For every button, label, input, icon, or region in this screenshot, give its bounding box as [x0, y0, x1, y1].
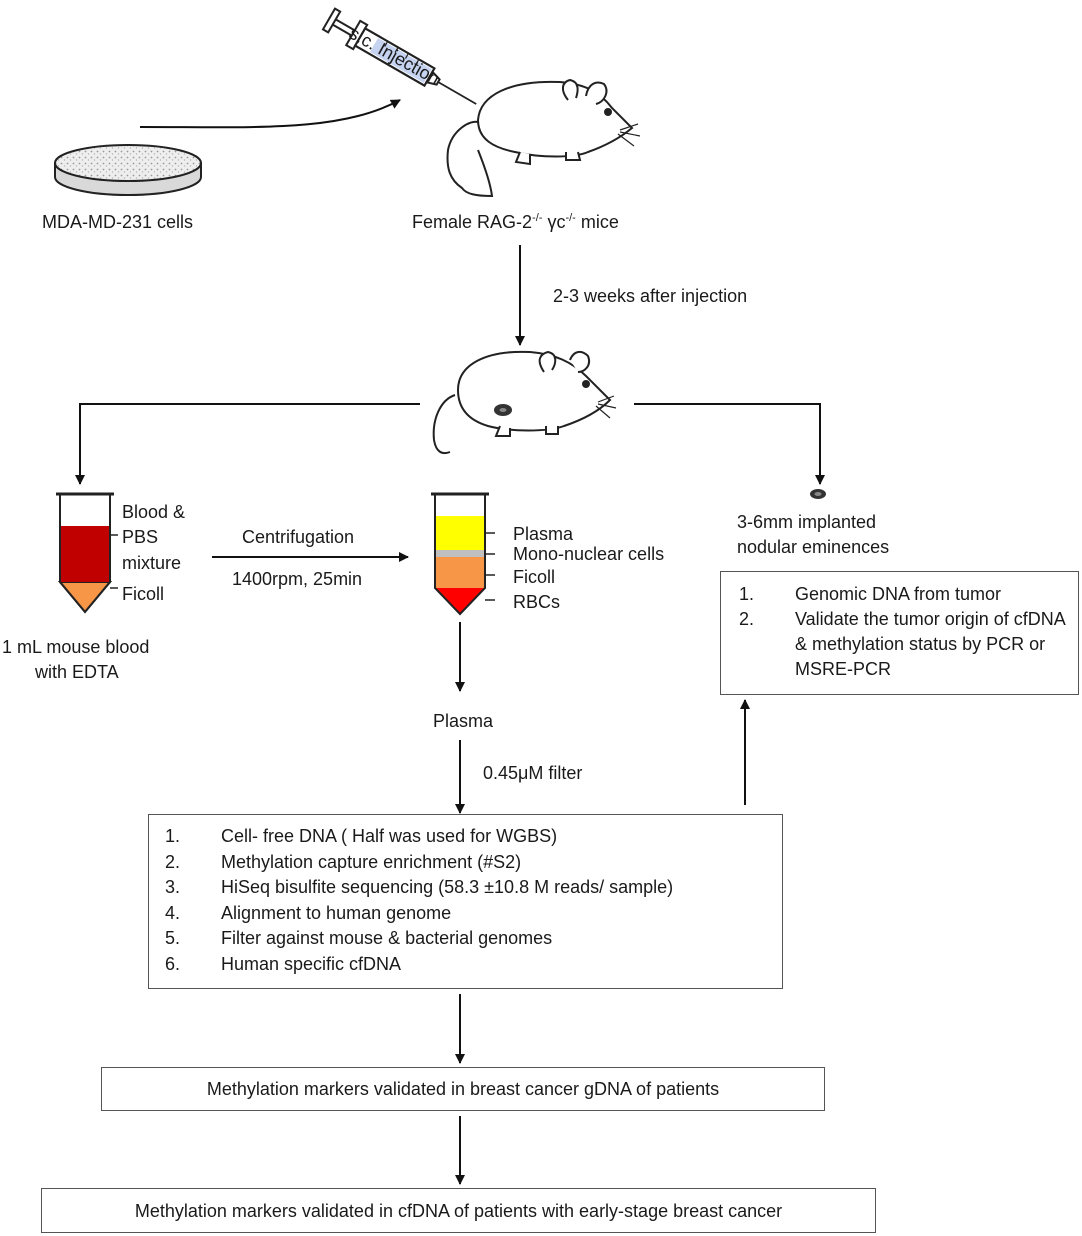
tube1-label-mid1: PBS	[122, 527, 159, 547]
nodule-label-line2: nodular eminences	[737, 537, 890, 557]
arrow-to-blood-tube	[75, 403, 420, 485]
step-text: Filter against mouse & bacterial genomes	[221, 928, 553, 948]
step-text: Alignment to human genome	[221, 902, 452, 923]
processing-step: 4. Alignment to human genome	[165, 901, 772, 927]
step-number: 6.	[165, 953, 181, 974]
tube1-label-ficoll: Ficoll	[122, 584, 165, 604]
centrifugation-label: Centrifugation	[242, 527, 355, 547]
tube1-label-mid2: mixture	[122, 553, 182, 573]
step-text: Validate the tumor origin of cfDNA & met…	[795, 609, 1065, 679]
cells-label: MDA-MD-231 cells	[42, 212, 194, 232]
mice-label-text: Female RAG-2	[412, 212, 533, 232]
layer-label-ficoll: Ficoll	[513, 567, 556, 587]
layer-label-plasma: Plasma	[513, 524, 574, 544]
layer-label-mono: Mono-nuclear cells	[513, 544, 665, 564]
step-number: 1.	[739, 584, 755, 604]
blood-label-line2: with EDTA	[35, 662, 119, 682]
processing-steps-box: 1. Cell- free DNA ( Half was used for WGB…	[148, 814, 783, 989]
blood-label-line1: 1 mL mouse blood	[2, 637, 150, 657]
step-number: 2.	[165, 851, 181, 872]
plasma-label: Plasma	[433, 711, 494, 731]
processing-step: 3. HiSeq bisulfite sequencing (58.3 ±10.8…	[165, 875, 772, 901]
step-number: 1.	[165, 826, 181, 846]
tube1-label-top: Blood &	[122, 502, 186, 522]
tumor-step: 1. Genomic DNA from tumor	[739, 582, 1068, 607]
step-number: 5.	[165, 928, 181, 948]
mice-label-sup1: -/-	[532, 212, 543, 224]
arrow-dish-to-injection	[139, 99, 401, 129]
processing-step: 2. Methylation capture enrichment (#S2)	[165, 850, 772, 876]
mice-label-gamma: γc	[542, 212, 566, 232]
mice-label: Female RAG-2-/- γc-/- mice	[412, 211, 619, 233]
processing-step: 1. Cell- free DNA ( Half was used for WGB…	[165, 824, 772, 850]
processing-step: 6. Human specific cfDNA	[165, 952, 772, 978]
step-number: 3.	[165, 877, 181, 897]
tumor-step: 2. Validate the tumor origin of cfDNA & m…	[739, 607, 1068, 682]
gdna-validation-text: Methylation markers validated in breast …	[206, 1079, 720, 1099]
processing-steps-list: 1. Cell- free DNA ( Half was used for WGB…	[165, 824, 772, 977]
rpm-label: 1400rpm, 25min	[232, 569, 363, 589]
tumor-validation-box: 1. Genomic DNA from tumor 2. Validate the …	[720, 571, 1079, 695]
mouse-icon-top	[446, 78, 641, 198]
step-number: 4.	[165, 902, 181, 923]
gdna-validation-box: Methylation markers validated in breast …	[101, 1067, 825, 1111]
tumor-steps-list: 1. Genomic DNA from tumor 2. Validate the …	[739, 582, 1068, 682]
blood-tube-icon	[56, 492, 118, 614]
step-text: Methylation capture enrichment (#S2)	[221, 851, 522, 872]
filter-label: 0.45μM filter	[483, 763, 583, 783]
weeks-label: 2-3 weeks after injection	[553, 286, 748, 306]
separated-tube-icon	[431, 492, 495, 616]
step-text: Genomic DNA from tumor	[795, 584, 1002, 604]
step-text: Cell- free DNA ( Half was used for WGBS)	[221, 826, 558, 846]
step-text: HiSeq bisulfite sequencing (58.3 ±10.8 M…	[221, 877, 674, 897]
cfdna-validation-text: Methylation markers validated in cfDNA o…	[134, 1201, 783, 1221]
processing-step: 5. Filter against mouse & bacterial genom…	[165, 926, 772, 952]
layer-label-rbcs: RBCs	[513, 592, 561, 612]
arrow-to-nodule	[634, 403, 825, 485]
mouse-icon-tumor	[432, 350, 617, 455]
mice-label-end: mice	[575, 212, 619, 232]
step-number: 2.	[739, 609, 755, 629]
petri-dish-icon	[54, 144, 202, 196]
cfdna-validation-box: Methylation markers validated in cfDNA o…	[41, 1188, 876, 1233]
nodule-label-line1: 3-6mm implanted	[737, 512, 877, 532]
mice-label-sup2: -/-	[565, 212, 576, 224]
syringe-icon	[321, 7, 477, 105]
step-text: Human specific cfDNA	[221, 953, 402, 974]
nodule-icon	[810, 489, 826, 499]
